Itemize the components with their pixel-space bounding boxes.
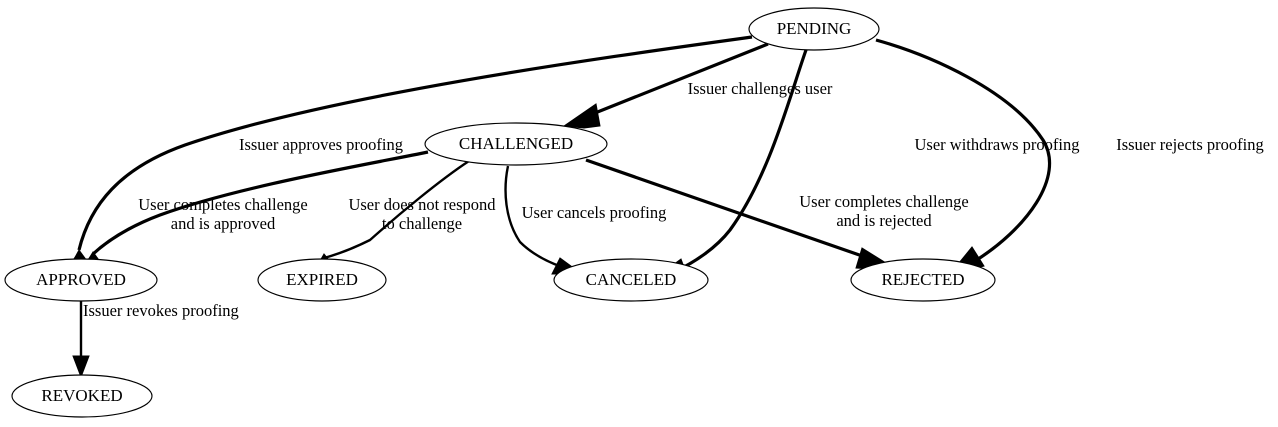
pending-ellipse [748,7,880,51]
expired-ellipse [257,258,387,302]
node-revoked[interactable]: REVOKED [11,374,153,418]
edge-label-pending-to-challenged: Issuer challenges user [688,79,833,98]
rejected-ellipse [850,258,996,302]
edge-label-challenged-to-approved-line2: and is approved [171,214,276,233]
edge-label-pending-to-canceled: User withdraws proofing [915,135,1080,154]
node-challenged[interactable]: CHALLENGED [424,122,608,166]
node-approved[interactable]: APPROVED [4,258,158,302]
edge-label-pending-to-approved: Issuer approves proofing [239,135,403,154]
node-canceled[interactable]: CANCELED [553,258,709,302]
challenged-ellipse [424,122,608,166]
canceled-ellipse [553,258,709,302]
edge-pending-to-rejected[interactable] [875,38,1052,275]
edge-pending-to-challenged[interactable] [562,42,769,129]
edge-label-challenged-to-rejected: User completes challenge and is rejected [799,192,969,230]
edge-label-challenged-to-expired-line2: to challenge [382,214,462,233]
edge-label-pending-to-rejected: Issuer rejects proofing [1116,135,1264,154]
revoked-ellipse [11,374,153,418]
node-expired[interactable]: EXPIRED [257,258,387,302]
node-label-canceled: CANCELED [586,270,677,289]
node-label-revoked: REVOKED [41,386,122,405]
edge-label-challenged-to-rejected-line1: User completes challenge [799,192,969,211]
edge-label-challenged-to-expired: User does not respond to challenge [348,195,496,233]
edge-label-approved-to-revoked: Issuer revokes proofing [83,301,239,320]
approved-ellipse [4,258,158,302]
node-label-challenged: CHALLENGED [459,134,573,153]
edge-label-challenged-to-rejected-line2: and is rejected [836,211,932,230]
edge-approved-to-revoked[interactable] [72,301,90,379]
node-pending[interactable]: PENDING [748,7,880,51]
node-label-expired: EXPIRED [286,270,358,289]
edge-label-challenged-to-expired-line1: User does not respond [348,195,496,214]
node-label-approved: APPROVED [36,270,126,289]
edge-label-challenged-to-approved: User completes challenge and is approved [138,195,308,233]
edge-label-challenged-to-canceled: User cancels proofing [522,203,667,222]
node-rejected[interactable]: REJECTED [850,258,996,302]
edge-label-challenged-to-approved-line1: User completes challenge [138,195,308,214]
node-label-rejected: REJECTED [881,270,964,289]
node-label-pending: PENDING [777,19,852,38]
